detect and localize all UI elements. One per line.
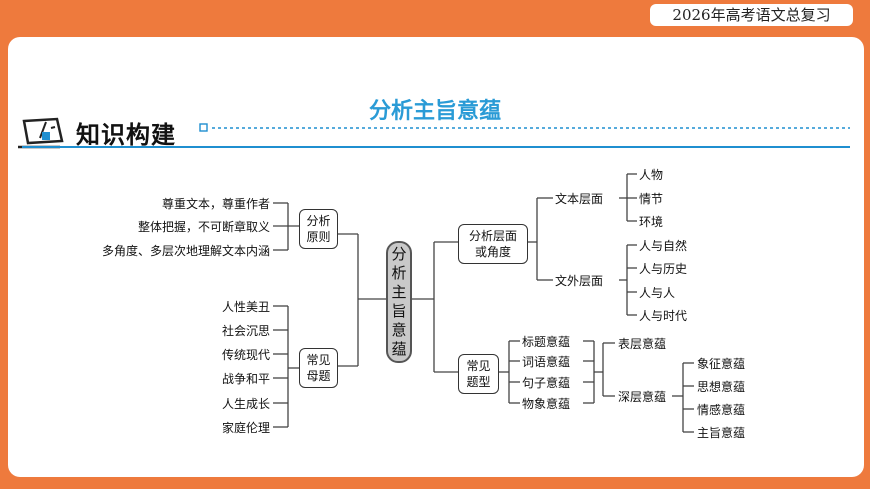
text-level-label: 文本层面 (555, 192, 604, 206)
outer-level-item: 人与自然 (639, 239, 688, 253)
motif-item: 战争和平 (221, 372, 270, 386)
outer-level-item: 人与历史 (639, 262, 688, 276)
question-type-item: 物象意蕴 (522, 397, 571, 411)
notebook-icon (18, 117, 64, 149)
page-title: 分析主旨意蕴 (368, 99, 501, 124)
surface-meaning-label: 表层意蕴 (618, 337, 667, 351)
question-type-item: 标题意蕴 (522, 335, 571, 349)
deep-meaning-item: 象征意蕴 (697, 357, 746, 371)
levels-node: 分析层面 或角度 (458, 224, 528, 264)
outer-level-label: 文外层面 (555, 274, 604, 288)
text-level-item: 环境 (639, 215, 664, 229)
center-node: 分 析 主 旨 意 蕴 (386, 241, 412, 363)
motif-item: 家庭伦理 (221, 421, 270, 435)
deep-meaning-item: 思想意蕴 (697, 380, 746, 394)
motif-item: 人性美丑 (221, 300, 270, 314)
deep-meaning-item: 情感意蕴 (697, 403, 746, 417)
section-rule (22, 123, 850, 148)
question-type-node: 常见 题型 (458, 354, 499, 394)
motif-item: 社会沉思 (221, 324, 270, 338)
section-title: 知识构建 (76, 121, 176, 149)
motif-item: 传统现代 (221, 348, 270, 362)
principle-item: 多角度、多层次地理解文本内涵 (101, 244, 270, 258)
principle-item: 整体把握，不可断章取义 (137, 220, 270, 234)
motif-item: 人生成长 (221, 397, 270, 411)
outer-level-item: 人与时代 (639, 309, 688, 323)
content-card (8, 37, 864, 477)
deep-meaning-item: 主旨意蕴 (697, 426, 746, 440)
deep-meaning-label: 深层意蕴 (618, 390, 667, 404)
text-level-item: 人物 (639, 168, 664, 182)
question-type-item: 句子意蕴 (522, 376, 571, 390)
principle-node: 分析 原则 (299, 209, 338, 249)
outer-level-item: 人与人 (639, 286, 676, 300)
connector-lines (273, 173, 694, 433)
principle-item: 尊重文本，尊重作者 (161, 197, 270, 211)
text-level-item: 情节 (639, 192, 664, 206)
question-type-item: 词语意蕴 (522, 355, 571, 369)
course-badge: 2026年高考语文总复习 (650, 4, 853, 26)
motif-node: 常见 母题 (299, 348, 338, 388)
